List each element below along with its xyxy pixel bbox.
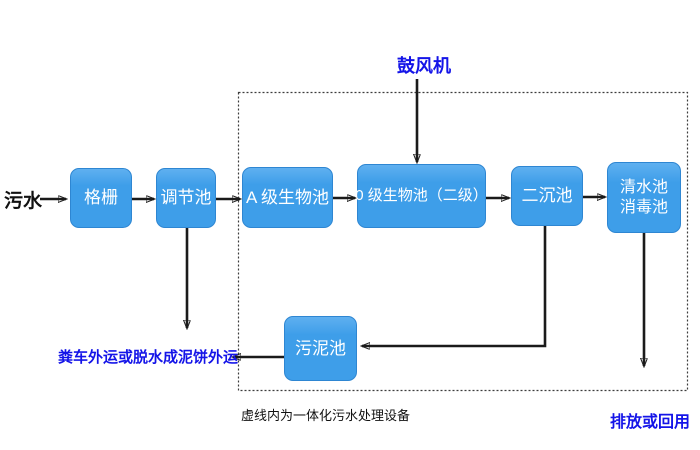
node-regulating-tank-label: 调节池 xyxy=(160,188,212,208)
node-clear-water-disinfection-tank: 清水池 消毒池 xyxy=(607,162,681,233)
node-sludge-tank: 污泥池 xyxy=(284,316,357,381)
node-secondary-sedimentation-tank: 二沉池 xyxy=(511,166,583,226)
arrow-secondary-sed-to-sludge xyxy=(362,226,547,346)
influent-label: 污水 xyxy=(4,191,43,212)
node-grid-label: 格栅 xyxy=(84,188,118,208)
boundary-note-label: 虚线内为一体化污水处理设备 xyxy=(241,408,411,423)
equipment-boundary-dashed-box xyxy=(237,91,689,392)
node-a-level-bio-tank-label: A 级生物池 xyxy=(245,187,330,207)
node-secondary-sedimentation-tank-label: 二沉池 xyxy=(521,186,573,206)
node-o-level-bio-tank-label: 0 级生物池（二级） xyxy=(355,186,488,204)
node-o-level-bio-tank: 0 级生物池（二级） xyxy=(355,164,488,228)
node-regulating-tank: 调节池 xyxy=(156,168,216,228)
node-grid: 格栅 xyxy=(70,168,132,228)
blower-label: 鼓风机 xyxy=(397,56,451,76)
node-clear-water-tank-label: 清水池 xyxy=(619,178,668,196)
sludge-disposal-label: 粪车外运或脱水成泥饼外运 xyxy=(58,349,239,366)
discharge-reuse-label: 排放或回用 xyxy=(610,414,691,431)
node-disinfection-tank-label: 消毒池 xyxy=(619,198,668,216)
node-sludge-tank-label: 污泥池 xyxy=(295,338,346,358)
node-a-level-bio-tank: A 级生物池 xyxy=(242,167,333,228)
